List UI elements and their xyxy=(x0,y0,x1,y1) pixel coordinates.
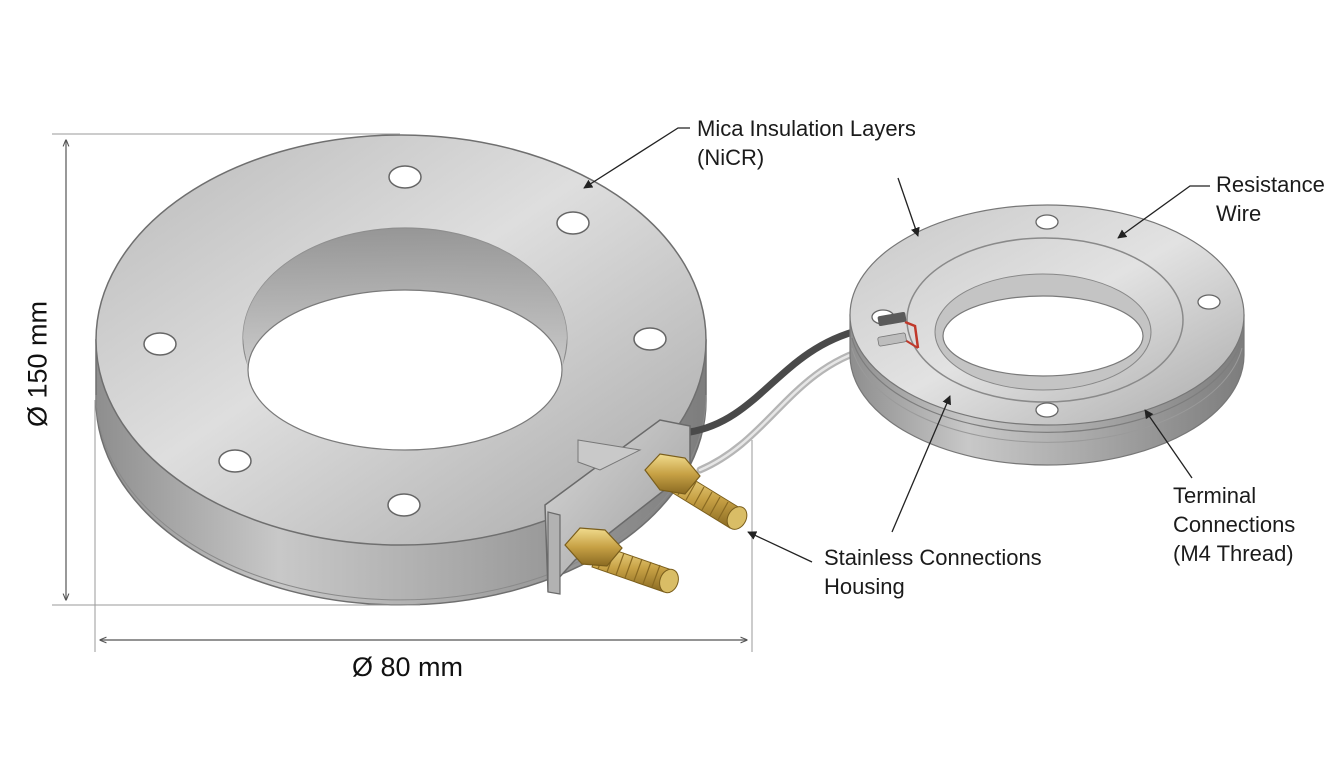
label-mica-insulation: Mica Insulation Layers (NiCR) xyxy=(697,114,916,172)
label-line: Resistance xyxy=(1216,172,1325,197)
dimension-height: Ø 150 mm xyxy=(22,300,53,428)
large-heater-disc xyxy=(95,134,707,606)
label-terminal-connections: Terminal Connections (M4 Thread) xyxy=(1173,481,1295,568)
label-resistance-wire: Resistance Wire xyxy=(1216,170,1325,228)
label-line: Wire xyxy=(1216,201,1262,226)
label-line: Mica Insulation Layers xyxy=(697,116,916,141)
dimension-lines xyxy=(52,133,753,652)
label-line: Terminal xyxy=(1173,483,1257,508)
label-line: Stainless Connections xyxy=(824,545,1042,570)
brass-terminal-upper xyxy=(644,453,748,530)
leader-lines xyxy=(583,127,1210,563)
brass-terminal-lower xyxy=(564,527,679,594)
label-line: (NiCR) xyxy=(697,145,765,170)
small-heater-disc xyxy=(849,204,1245,466)
dimension-width: Ø 80 mm xyxy=(352,652,464,682)
label-line: (M4 Thread) xyxy=(1173,541,1294,566)
label-connections-housing: Stainless Connections Housing xyxy=(824,543,1042,601)
label-line: Connections xyxy=(1173,512,1296,537)
bolt-hole-icon xyxy=(143,165,667,517)
label-line: Housing xyxy=(824,574,905,599)
